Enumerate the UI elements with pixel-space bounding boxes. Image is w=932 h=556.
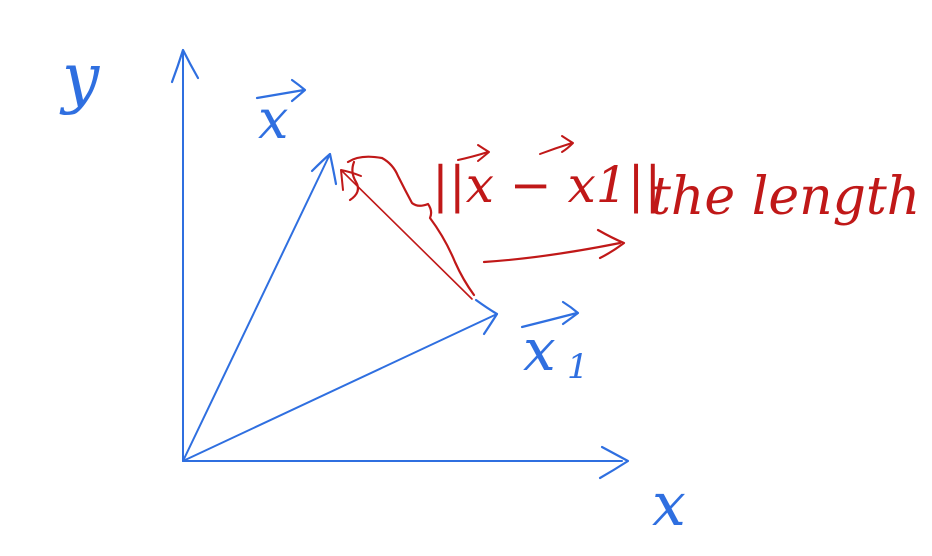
difference-vector	[340, 169, 473, 300]
brace-tick	[348, 160, 360, 202]
annotation-arrow	[482, 228, 626, 264]
svg-text:x: x	[523, 316, 556, 384]
y-axis	[170, 48, 200, 462]
svg-text:||x − x1||: ||x − x1||	[432, 156, 661, 214]
y-axis-label: y	[59, 39, 100, 116]
vector-x1-label: x 1	[520, 300, 589, 387]
distance-expression: ||x − x1||	[432, 135, 661, 214]
annotation-text: the length	[650, 167, 920, 227]
x-axis	[182, 445, 630, 480]
vector-x-label: x	[255, 78, 307, 151]
x-axis-label: x	[652, 470, 686, 540]
vector-x-arrow	[182, 152, 338, 462]
svg-text:1: 1	[567, 347, 589, 387]
vector-x1-arrow	[182, 298, 499, 462]
curly-brace	[346, 155, 476, 297]
svg-text:x: x	[258, 88, 288, 151]
